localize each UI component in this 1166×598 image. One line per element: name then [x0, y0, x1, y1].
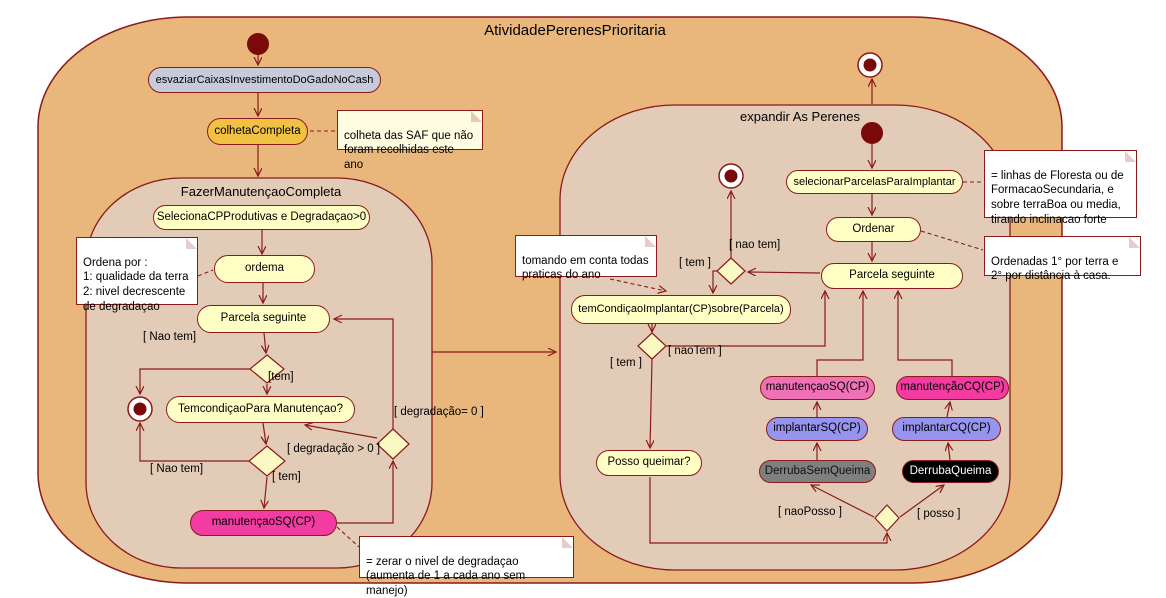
note-fold-icon: [186, 238, 197, 249]
anchor-note-tomando: [609, 278, 666, 291]
activity-posso-queimar: Posso queimar?: [596, 450, 702, 476]
note-fold-icon: [1129, 237, 1140, 248]
activity-tem-condicao-implantar: temCondiçaoImplantar(CP)sobre(Parcela): [571, 295, 791, 324]
guard-degradacao-zero: [ degradação= 0 ]: [394, 406, 484, 418]
activity-manutencao-sq-right: manutençaoSQ(CP): [760, 376, 875, 400]
activity-selecionar-parcelas: selecionarParcelasParaImplantar: [786, 170, 963, 194]
edges: [140, 55, 953, 544]
initial-node-expandir: [861, 122, 883, 144]
activity-tem-condicao-manutencao: TemcondiçaoPara Manutençao?: [166, 396, 355, 423]
activity-manutencao-sq-left: manutençaoSQ(CP): [190, 510, 337, 536]
note-tomando-text: tomando em conta todas praticas do ano: [522, 254, 649, 282]
guard-tem-2: [ tem]: [272, 471, 301, 483]
edge-derrubaq-implcq: [948, 443, 950, 461]
anchor-note-ordena: [197, 269, 214, 277]
edge-posso-derrubaq: [899, 485, 944, 518]
final-node-left: [127, 396, 153, 422]
guard-posso: [ posso ]: [917, 508, 961, 520]
initial-node-main: [247, 33, 269, 55]
activity-esvaziar-caixas: esvaziarCaixasInvestimentoDoGadoNoCash: [148, 67, 381, 93]
note-ordenadas: Ordenadas 1° por terra e 2° por distânci…: [984, 236, 1141, 282]
decision-tem-manutencao: [248, 445, 286, 477]
activity-derruba-sem-queima: DerrubaSemQueima: [759, 460, 876, 483]
activity-colheta-completa: colhetaCompleta: [207, 118, 308, 145]
edge-naoposso-derrubasq: [811, 485, 875, 518]
decision-posso-queimar: [874, 504, 900, 532]
edge-degradacao-maior: [305, 425, 378, 439]
note-tomando: tomando em conta todas praticas do ano: [515, 235, 657, 281]
note-linhas: = linhas de Floresta ou de FormacaoSecun…: [984, 150, 1137, 226]
edge-degradacao-zero: [334, 319, 394, 429]
note-ordena-por-text: Ordena por : 1: qualidade da terra 2: ni…: [83, 256, 189, 313]
edge-posso-diamondr3: [649, 477, 887, 544]
note-zerar-text: = zerar o nivel de degradaçao (aumenta d…: [366, 555, 526, 598]
decision-degradacao: [376, 428, 410, 460]
edge-naotem-final: [140, 368, 250, 394]
diagram-title: AtividadePerenesPrioritaria: [484, 22, 666, 39]
edge-temcond-diamond2: [263, 422, 266, 444]
edge-naotem2-final: [140, 423, 249, 462]
anchor-note-zerar: [336, 526, 360, 548]
edge-tem-posso: [650, 358, 652, 448]
activity-ordema: ordema: [214, 255, 315, 283]
edge-manutcq-parcela: [898, 291, 953, 376]
guard-tem-r1: [ tem ]: [679, 257, 711, 269]
edge-parcela-diamond1: [264, 332, 266, 353]
final-node-right: [718, 163, 744, 189]
decision-tem-condicao-r: [637, 332, 667, 360]
note-fold-icon: [1125, 151, 1136, 162]
edge-manutsq-diamond3: [337, 461, 393, 524]
activity-manutencao-cq: manutençãoCQ(CP): [896, 376, 1009, 400]
guard-nao-tem-camel: [ naoTem ]: [668, 345, 722, 357]
note-ordenadas-text: Ordenadas 1° por terra e 2° por distânci…: [991, 255, 1119, 283]
guard-nao-tem-2: [ Nao tem]: [150, 463, 204, 475]
activity-ordenar: Ordenar: [826, 217, 921, 242]
guard-nao-tem-r: [ nao tem]: [729, 239, 781, 251]
note-anchors: [197, 130, 984, 548]
activity-seleciona-cp: SelecionaCPProdutivas e Degradaçao>0: [153, 205, 370, 230]
decision-tem-parcela-r: [716, 257, 746, 285]
note-colheta: colheta das SAF que não foram recolhidas…: [337, 110, 483, 171]
guard-tem-r2: [ tem ]: [610, 357, 642, 369]
decision-tem-parcela: [249, 354, 285, 384]
guard-nao-tem-1: [ Nao tem]: [143, 331, 197, 343]
activity-implantar-sq: implantarSQ(CP): [766, 417, 868, 441]
note-fold-icon: [645, 236, 656, 247]
note-fold-icon: [562, 537, 573, 548]
note-colheta-text: colheta das SAF que não foram recolhidas…: [344, 129, 474, 172]
anchor-note-ordenadas: [920, 230, 984, 251]
frame-title-fazer-manutencao: FazerManutençaoCompleta: [180, 184, 342, 199]
edge-parcela-diamondr1: [748, 272, 821, 273]
activity-parcela-seguinte-right: Parcela seguinte: [821, 263, 963, 289]
diamonds: [248, 257, 900, 532]
note-fold-icon: [471, 111, 482, 122]
guard-degradacao-maior: [ degradação > 0 ]: [287, 443, 381, 455]
guard-nao-posso: [ naoPosso ]: [778, 506, 842, 518]
final-node-top: [857, 52, 883, 78]
frame-title-expandir-perenes: expandir As Perenes: [740, 109, 860, 124]
note-linhas-text: = linhas de Floresta ou de FormacaoSecun…: [991, 169, 1124, 226]
edge-tem2-manutsq: [264, 476, 267, 508]
activity-parcela-seguinte-left: Parcela seguinte: [197, 305, 330, 333]
activity-implantar-cq: implantarCQ(CP): [892, 417, 1001, 441]
note-zerar: = zerar o nivel de degradaçao (aumenta d…: [359, 536, 574, 597]
edge-manutsq-parcela: [816, 291, 863, 376]
guard-tem-1: [tem]: [268, 371, 294, 383]
activity-derruba-queima: DerrubaQueima: [902, 460, 999, 483]
edge-tem-temcondimpl: [713, 270, 717, 293]
edge-naotem-parcela: [666, 291, 825, 347]
note-ordena-por: Ordena por : 1: qualidade da terra 2: ni…: [76, 237, 198, 313]
edge-implcq-manutcq: [947, 402, 950, 418]
